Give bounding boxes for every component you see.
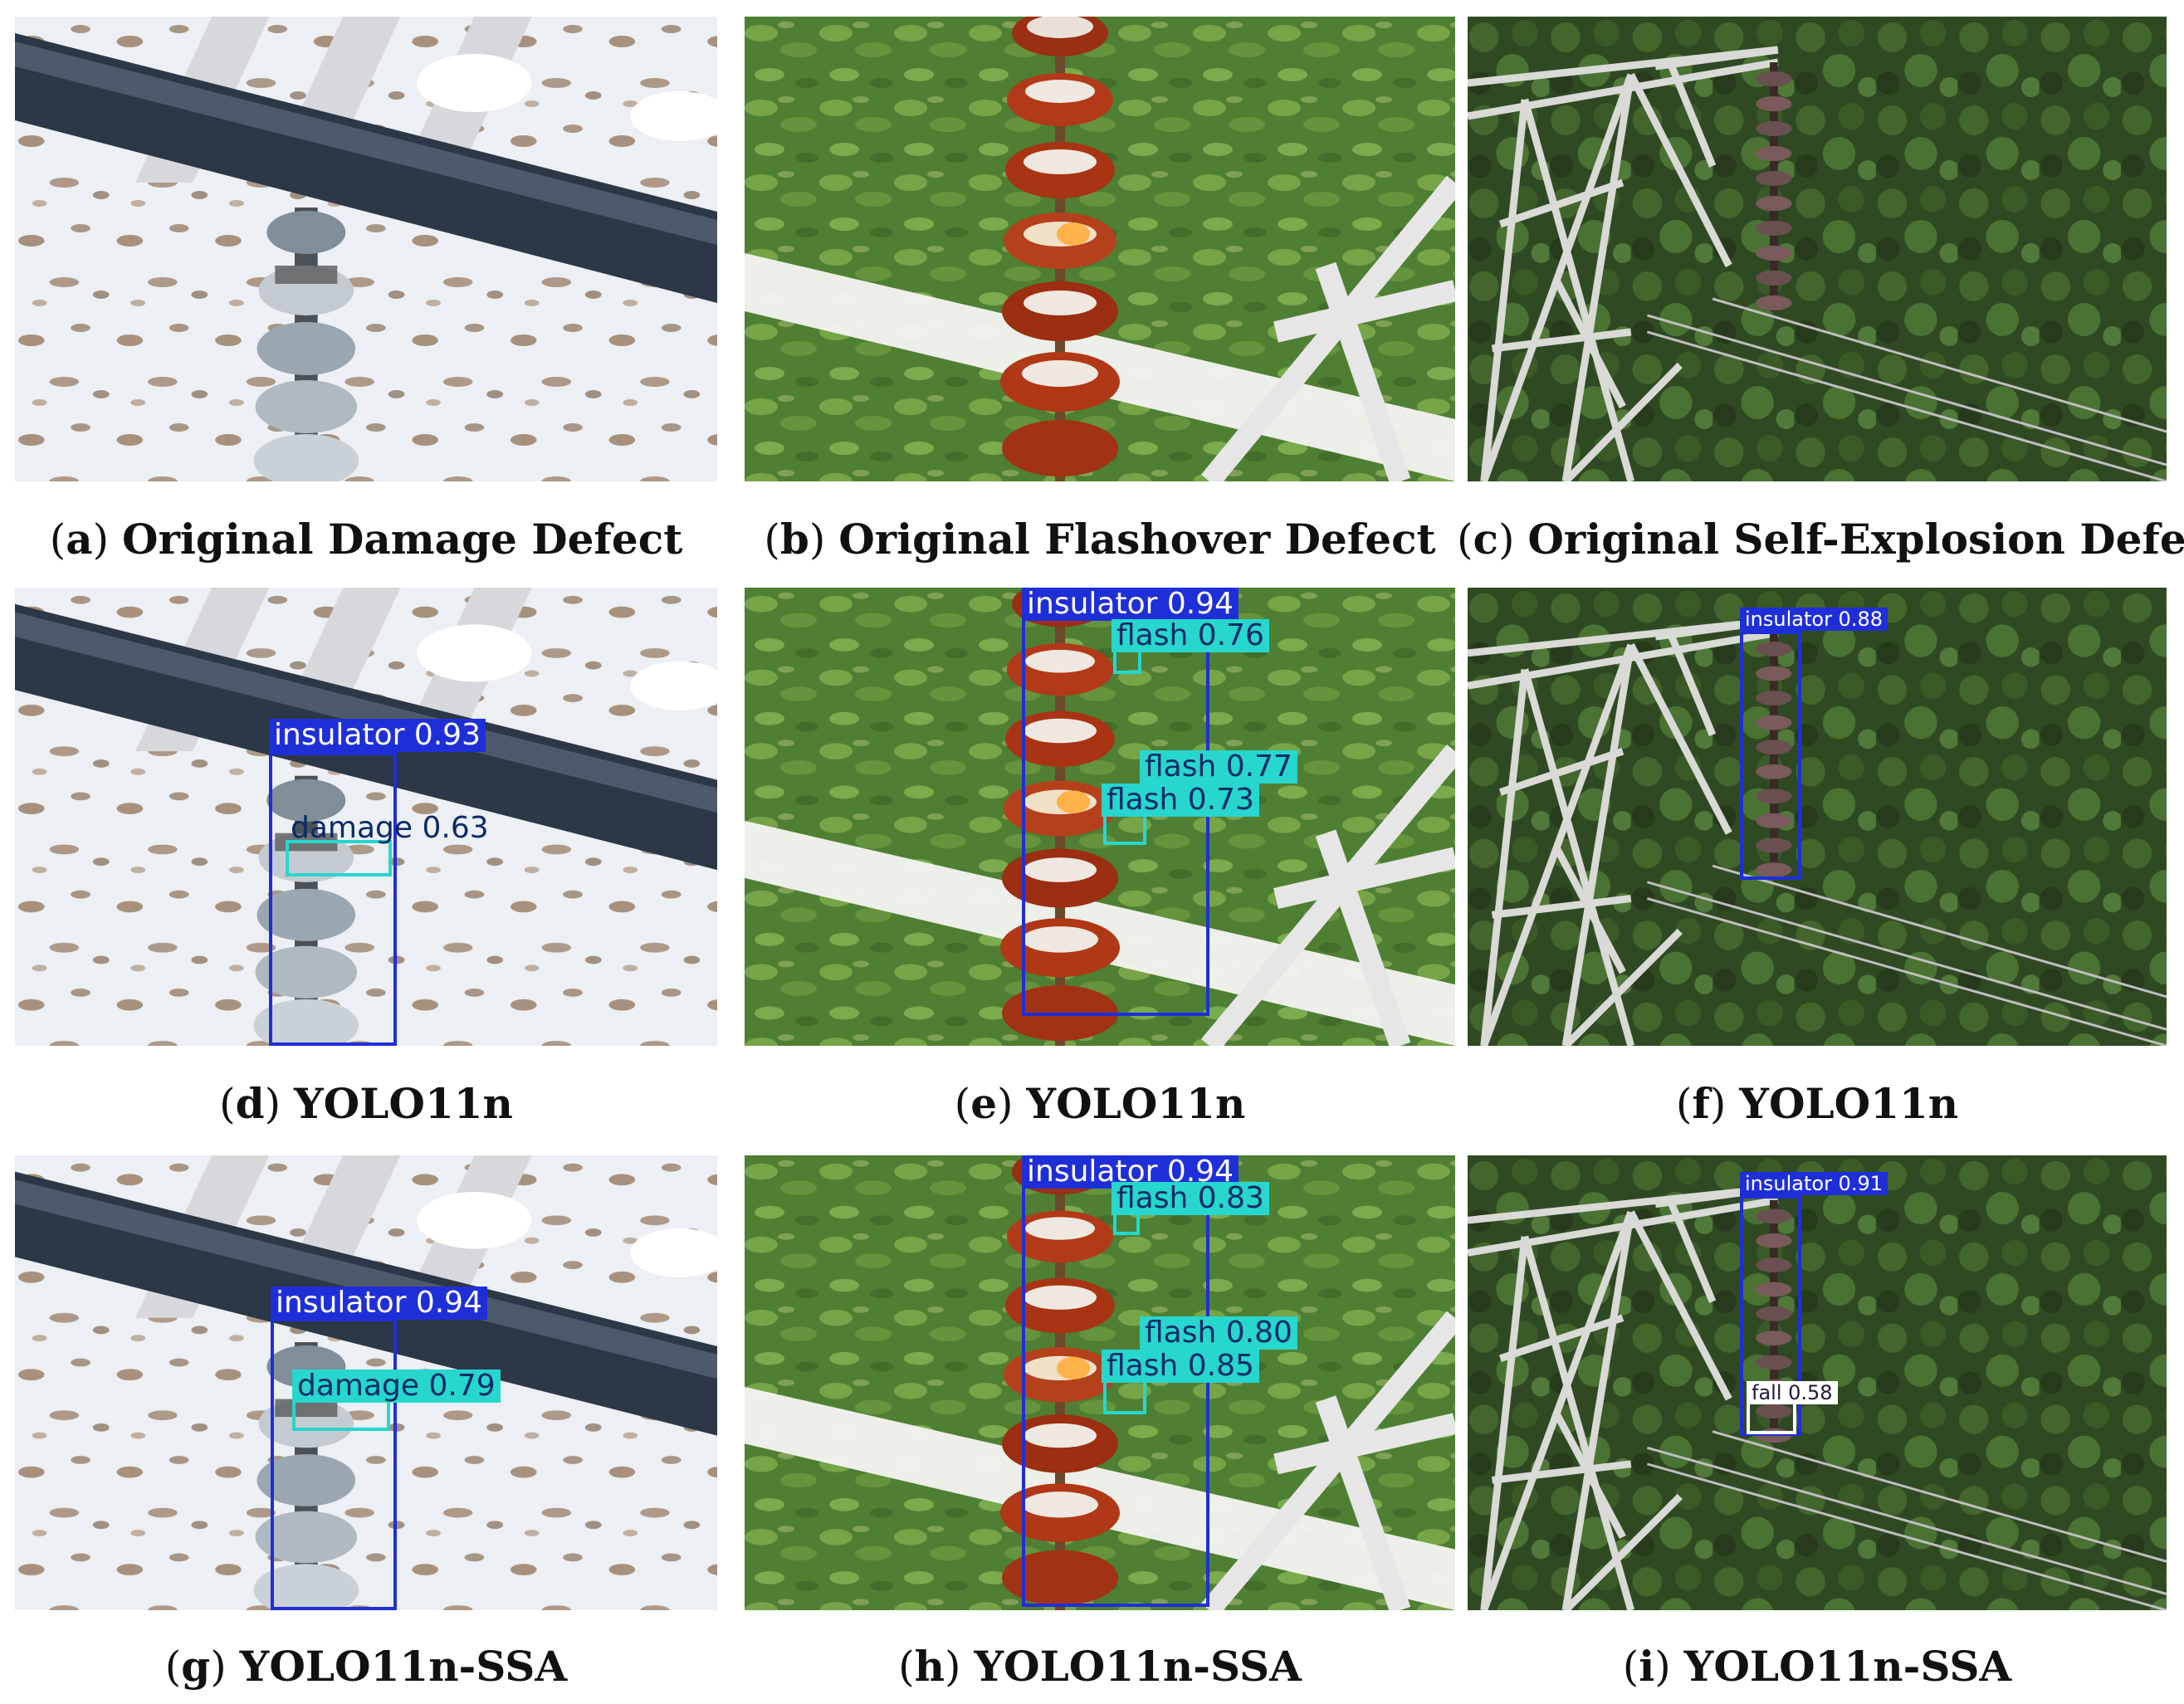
caption-b-letter: b (779, 515, 809, 564)
caption-c: (c) Original Self-Explosion Defect (1457, 515, 2184, 564)
caption-g: (g) YOLO11n-SSA (164, 1642, 568, 1691)
caption-d-text: YOLO11n (293, 1079, 513, 1128)
detection-label-flash: flash 0.85 (1102, 1350, 1259, 1383)
caption-f: (f) YOLO11n (1675, 1079, 1959, 1128)
detection-box-insulator (1740, 1195, 1801, 1436)
panel-e-image: insulator 0.94 flash 0.76 flash 0.77 fla… (745, 588, 1455, 1046)
caption-c-text: Original Self-Explosion Defect (1527, 515, 2184, 564)
detection-label-insulator: insulator 0.94 (271, 1287, 487, 1320)
caption-h: (h) YOLO11n-SSA (898, 1642, 1302, 1691)
caption-g-letter: g (181, 1642, 211, 1691)
detection-label-insulator: insulator 0.88 (1740, 608, 1888, 631)
detection-label-insulator: insulator 0.91 (1740, 1172, 1888, 1195)
detection-label-flash: flash 0.80 (1140, 1316, 1297, 1350)
caption-d-letter: d (235, 1079, 265, 1128)
panel-b-image (745, 17, 1455, 481)
caption-h-letter: h (914, 1642, 945, 1691)
caption-g-text: YOLO11n-SSA (239, 1642, 568, 1691)
detection-label-damage: damage 0.79 (292, 1370, 501, 1403)
caption-i: (i) YOLO11n-SSA (1622, 1642, 2012, 1691)
caption-i-text: YOLO11n-SSA (1683, 1642, 2012, 1691)
caption-e-text: YOLO11n (1026, 1079, 1246, 1128)
panel-d-image: insulator 0.93 damage 0.63 (15, 588, 717, 1046)
detection-box-flash (1103, 1379, 1146, 1414)
panel-i-image: insulator 0.91 fall 0.58 (1468, 1155, 2167, 1610)
caption-a-letter: a (66, 515, 93, 564)
panel-c-image (1468, 17, 2167, 481)
caption-a: (a) Original Damage Defect (49, 515, 683, 564)
caption-b-text: Original Flashover Defect (838, 515, 1436, 564)
detection-box-insulator (1740, 631, 1801, 880)
panel-a-image (15, 17, 717, 481)
caption-a-text: Original Damage Defect (122, 515, 683, 564)
caption-c-letter: c (1473, 515, 1498, 564)
detection-label-flash: flash 0.76 (1112, 619, 1269, 652)
detection-label-flash: flash 0.83 (1112, 1182, 1269, 1215)
caption-f-text: YOLO11n (1739, 1079, 1959, 1128)
caption-e-letter: e (970, 1079, 997, 1128)
panel-f-image: insulator 0.88 (1468, 588, 2167, 1046)
detection-box-insulator (269, 752, 397, 1046)
caption-i-letter: i (1639, 1642, 1655, 1691)
caption-h-text: YOLO11n-SSA (974, 1642, 1302, 1691)
panel-h-image: insulator 0.94 flash 0.83 flash 0.80 fla… (745, 1155, 1455, 1610)
detection-label-insulator: insulator 0.94 (1022, 588, 1239, 621)
caption-d: (d) YOLO11n (219, 1079, 513, 1128)
detection-label-damage: damage 0.63 (291, 811, 489, 845)
detection-label-insulator: insulator 0.93 (269, 719, 486, 752)
caption-f-letter: f (1692, 1079, 1710, 1128)
detection-box-insulator (271, 1318, 397, 1610)
detection-label-flash: flash 0.73 (1102, 784, 1259, 817)
panel-g-image: insulator 0.94 damage 0.79 (15, 1155, 717, 1610)
caption-b: (b) Original Flashover Defect (764, 515, 1436, 564)
detection-box-damage (286, 840, 392, 876)
detection-label-flash: flash 0.77 (1140, 750, 1297, 784)
caption-e: (e) YOLO11n (954, 1079, 1246, 1128)
detection-label-fall: fall 0.58 (1747, 1381, 1838, 1404)
